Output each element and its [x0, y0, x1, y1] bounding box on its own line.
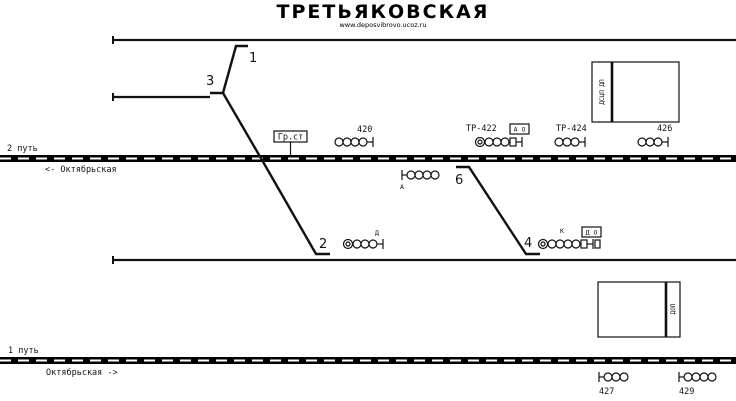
signal-429 [678, 372, 717, 382]
building-dop-label: ДОП [670, 303, 677, 314]
signal-d [342, 238, 384, 250]
building-dop [597, 281, 681, 338]
switch-2-label: 2 [319, 237, 327, 252]
signal-427 [598, 372, 629, 382]
building-dscp [591, 61, 680, 123]
signal-426-label: 426 [657, 124, 672, 134]
station-title: ТРЕТЬЯКОВСКАЯ [277, 1, 490, 23]
switch-4-label: 4 [524, 236, 532, 251]
signal-427-label: 427 [599, 387, 614, 397]
switch-6-label: 6 [455, 173, 463, 188]
signal-tp-422-label: ТР-422 [466, 124, 497, 134]
signal-tp-422 [474, 136, 523, 148]
track-1-direction: Октябрьская -> [46, 367, 118, 378]
signal-426 [637, 137, 669, 147]
signal-420-label: 420 [357, 125, 372, 135]
switch-1-3-route [210, 44, 248, 95]
connector-upper-to-main [221, 92, 264, 161]
building-dscp-label: ДСЦП ДП [599, 79, 606, 105]
signal-a-label: А [400, 183, 404, 191]
site-url: www.deposvibrovo.ucoz.ru [339, 21, 426, 29]
signal-k [537, 238, 601, 250]
signal-tp-424-label: ТР-424 [556, 124, 587, 134]
track-1-label: 1 путь [8, 346, 39, 356]
boundary-label: Гр.ст [278, 133, 304, 143]
track-2-direction: <- Октябрьская [45, 164, 117, 175]
track-2-label: 2 путь [7, 144, 38, 154]
route-indicator-do [581, 226, 602, 238]
signal-k-label: К [560, 227, 564, 235]
signal-d-label: Д [375, 229, 379, 237]
signal-429-label: 429 [679, 387, 694, 397]
switch-3-label: 3 [206, 74, 214, 89]
signal-a [401, 170, 440, 180]
route-indicator-ao-label: А О [514, 126, 526, 134]
route-indicator-do-label: Д О [586, 229, 598, 237]
switch-2-route [260, 159, 330, 256]
switch-1-label: 1 [249, 51, 257, 66]
route-indicator-ao [509, 123, 530, 135]
signal-tp-424 [554, 137, 586, 147]
switch-4-6-route [456, 165, 540, 256]
signal-420 [334, 137, 374, 147]
